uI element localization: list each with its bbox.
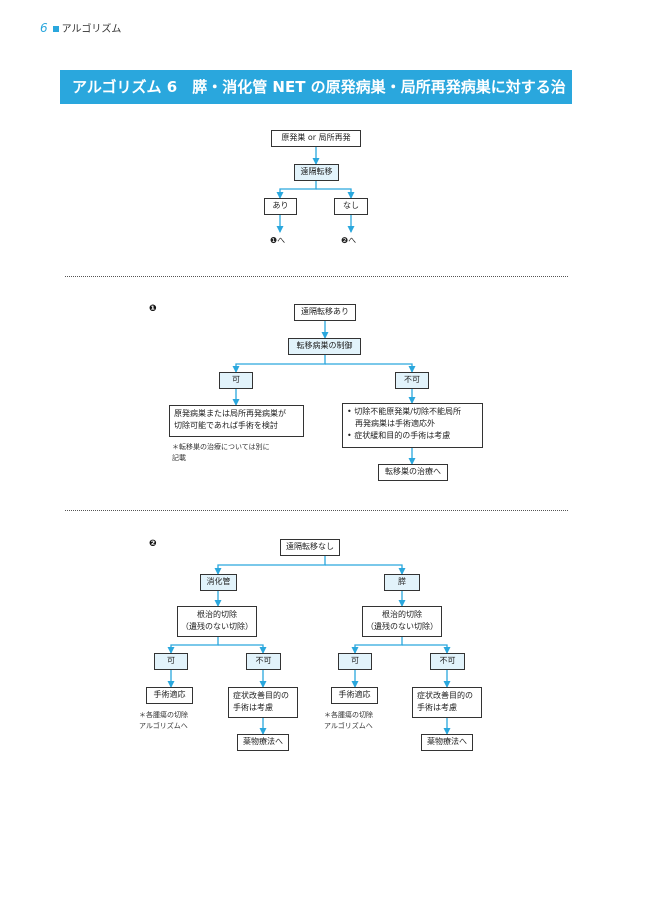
s2-gi-curative-box: 根治的切除 （遺残のない切除） xyxy=(177,606,257,637)
s1-note-line: 記載 xyxy=(172,454,186,462)
s2-start-box: 遠隔転移なし xyxy=(280,539,340,556)
running-header: 6 アルゴリズム xyxy=(40,20,121,35)
section-2-marker: ❷ xyxy=(149,539,157,549)
s2-gi-surgery-box: 手術適応 xyxy=(146,687,193,704)
s2-gi-symptom-box: 症状改善目的の 手術は考慮 xyxy=(228,687,298,718)
s2-gi-note: ＊各腫瘍の切除 アルゴリズムへ xyxy=(139,710,188,732)
s2-question-line: （遺残のない切除） xyxy=(181,622,253,631)
page-number: 6 xyxy=(40,21,48,35)
s2-symptom-line: 症状改善目的の xyxy=(233,691,289,700)
s1-impossible-action-line: • 症状緩和目的の手術は考慮 xyxy=(347,431,451,440)
section-divider xyxy=(65,510,568,511)
s2-note-line: ＊各腫瘍の切除 xyxy=(139,711,188,719)
s1-impossible-box: 不可 xyxy=(395,372,429,389)
s2-pancreas-drug-box: 薬物療法へ xyxy=(421,734,473,751)
s1-note-line: ＊転移巣の治療については別に xyxy=(172,443,270,451)
s1-possible-box: 可 xyxy=(219,372,253,389)
s2-gi-impossible-box: 不可 xyxy=(246,653,281,670)
s1-question-box: 転移病巣の制御 xyxy=(288,338,361,355)
s2-gi-possible-box: 可 xyxy=(154,653,188,670)
s1-impossible-action-line: 再発病巣は手術適応外 xyxy=(347,419,435,428)
distant-metastasis-box: 遠隔転移 xyxy=(294,164,339,181)
s2-pancreas-impossible-box: 不可 xyxy=(430,653,465,670)
header-section: アルゴリズム xyxy=(61,24,122,35)
s2-pancreas-surgery-box: 手術適応 xyxy=(331,687,378,704)
s1-impossible-action-line: • 切除不能原発巣/切除不能局所 xyxy=(347,407,461,416)
section-1-marker: ❶ xyxy=(149,304,157,314)
s2-note-line: アルゴリズムへ xyxy=(324,722,373,730)
s2-pancreas-note: ＊各腫瘍の切除 アルゴリズムへ xyxy=(324,710,373,732)
metastasis-no-box: なし xyxy=(334,198,368,215)
s2-note-line: アルゴリズムへ xyxy=(139,722,188,730)
s2-gi-box: 消化管 xyxy=(200,574,237,591)
s2-pancreas-curative-box: 根治的切除 （遺残のない切除） xyxy=(362,606,442,637)
s2-question-line: （遺残のない切除） xyxy=(366,622,438,631)
s1-possible-action-line: 原発病巣または局所再発病巣が xyxy=(174,409,286,418)
s2-symptom-line: 手術は考慮 xyxy=(233,703,273,712)
s1-possible-action-line: 切除可能であれば手術を検討 xyxy=(174,421,278,430)
goto-1-label: ❶へ xyxy=(270,236,286,245)
s2-symptom-line: 手術は考慮 xyxy=(417,703,457,712)
header-square-icon xyxy=(52,25,59,32)
s2-pancreas-symptom-box: 症状改善目的の 手術は考慮 xyxy=(412,687,482,718)
metastasis-yes-box: あり xyxy=(264,198,297,215)
section-divider xyxy=(65,276,568,277)
s2-symptom-line: 症状改善目的の xyxy=(417,691,473,700)
s1-possible-action-box: 原発病巣または局所再発病巣が 切除可能であれば手術を検討 xyxy=(169,405,304,437)
s2-pancreas-box: 膵 xyxy=(384,574,420,591)
s1-impossible-action-box: • 切除不能原発巣/切除不能局所 再発病巣は手術適応外 • 症状緩和目的の手術は… xyxy=(342,403,483,448)
s2-gi-drug-box: 薬物療法へ xyxy=(237,734,289,751)
goto-2-label: ❷へ xyxy=(341,236,357,245)
s2-note-line: ＊各腫瘍の切除 xyxy=(324,711,373,719)
s1-possible-note: ＊転移巣の治療については別に 記載 xyxy=(172,442,270,464)
s2-pancreas-possible-box: 可 xyxy=(338,653,372,670)
s1-start-box: 遠隔転移あり xyxy=(294,304,356,321)
s2-question-line: 根治的切除 xyxy=(197,610,237,619)
start-box: 原発巣 or 局所再発 xyxy=(271,130,361,147)
s1-metastasis-treatment-box: 転移巣の治療へ xyxy=(378,464,448,481)
algorithm-title: アルゴリズム 6 膵・消化管 NET の原発病巣・局所再発病巣に対する治療 xyxy=(60,70,572,130)
s2-question-line: 根治的切除 xyxy=(382,610,422,619)
